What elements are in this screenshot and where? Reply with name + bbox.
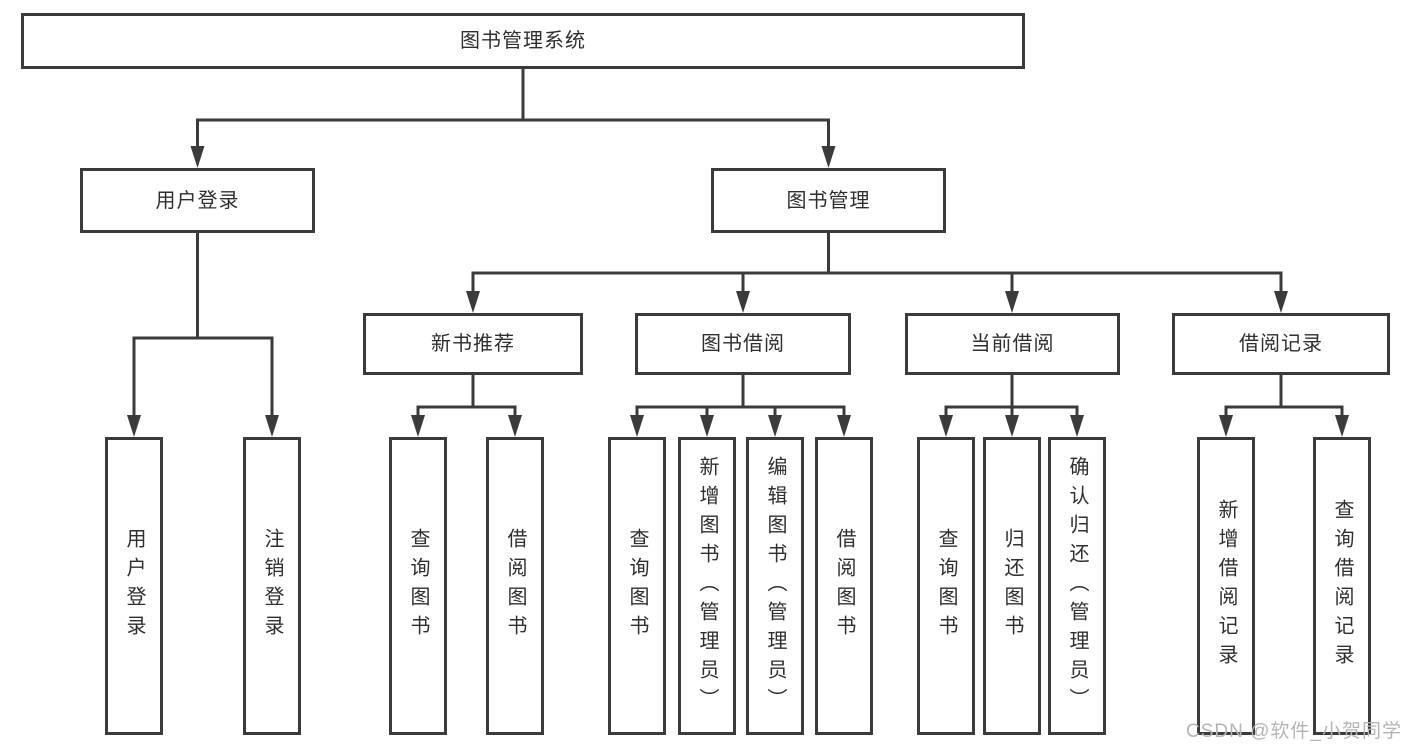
node-book-borrow: 图书借阅 bbox=[635, 313, 851, 375]
watermark: CSDN @软件_小贺同学 bbox=[1186, 721, 1402, 742]
node-borrow-records: 借阅记录 bbox=[1172, 313, 1390, 375]
arrowhead-icons bbox=[127, 146, 1349, 437]
node-user-login: 用户登录 bbox=[80, 168, 315, 233]
leaf-user-login: 用户登录 bbox=[105, 437, 163, 735]
leaf-borrow-query-books: 查询图书 bbox=[608, 437, 666, 735]
leaf-current-return-books: 归还图书 bbox=[983, 437, 1041, 735]
leaf-borrow-edit-books-admin: 编辑图书（管理员） bbox=[746, 437, 804, 735]
leaf-newbook-borrow-books: 借阅图书 bbox=[486, 437, 544, 735]
leaf-borrow-borrow-books: 借阅图书 bbox=[815, 437, 873, 735]
node-new-book-recommend: 新书推荐 bbox=[363, 313, 583, 375]
leaf-records-add-record: 新增借阅记录 bbox=[1197, 437, 1255, 735]
node-current-borrow: 当前借阅 bbox=[905, 313, 1120, 375]
leaf-newbook-query-books: 查询图书 bbox=[389, 437, 447, 735]
leaf-current-confirm-return-admin: 确认归还（管理员） bbox=[1048, 437, 1106, 735]
leaf-current-query-books: 查询图书 bbox=[917, 437, 975, 735]
node-root: 图书管理系统 bbox=[21, 13, 1025, 69]
leaf-logout: 注销登录 bbox=[243, 437, 301, 735]
node-book-management: 图书管理 bbox=[711, 168, 946, 233]
leaf-records-query-record: 查询借阅记录 bbox=[1313, 437, 1371, 735]
leaf-borrow-add-books-admin: 新增图书（管理员） bbox=[678, 437, 736, 735]
